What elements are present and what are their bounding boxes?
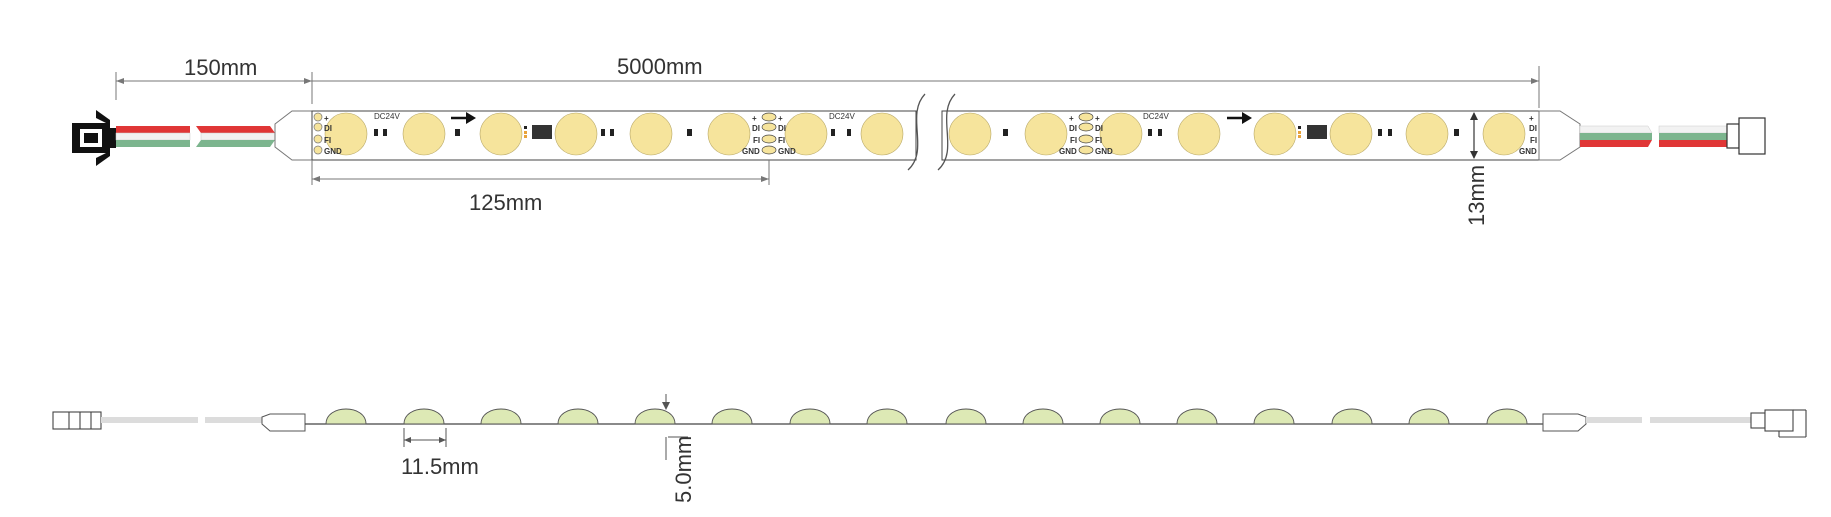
left-cable-side [101, 417, 262, 423]
dimension-height [662, 394, 688, 460]
pad-label-di: DI [1095, 124, 1103, 133]
pad-label-gnd: GND [1095, 147, 1113, 156]
dimension-pitch [403, 428, 447, 447]
left-end-cap [274, 110, 313, 161]
pad-label-fi: FI [1070, 136, 1077, 145]
pad-label-gnd: GND [778, 147, 796, 156]
led-dome-icon [1253, 408, 1295, 425]
ic-chip-icon [524, 125, 552, 139]
pad-label-plus: + [324, 114, 329, 123]
led-icon [1024, 112, 1068, 156]
led-icon [948, 112, 992, 156]
led-icon [1482, 112, 1526, 156]
break-mark-right [937, 93, 956, 171]
led-dome-icon [480, 408, 522, 425]
break-mark-left [907, 93, 926, 171]
pad-label-plus: + [778, 114, 783, 123]
led-icon [479, 112, 523, 156]
cut-pads: + + DI DI FI FI GND GND [742, 112, 796, 156]
left-connector-icon [72, 110, 116, 166]
pad-label-fi: FI [1530, 136, 1537, 145]
dimension-label-total: 5000mm [617, 54, 703, 79]
led-icon [784, 112, 828, 156]
pad-label-di: DI [778, 124, 786, 133]
small-components [374, 129, 1459, 136]
right-connector-icon [1726, 117, 1766, 155]
led-dome-icon [945, 408, 987, 425]
pad-label-gnd: GND [1519, 147, 1537, 156]
led-icon [402, 112, 446, 156]
dimension-label-height: 5.0mm [671, 436, 696, 503]
pad-label-gnd: GND [324, 147, 342, 156]
left-wires [115, 126, 276, 147]
led-dome-icon [325, 408, 367, 425]
pad-label-plus: + [752, 114, 757, 123]
led-dome-icon [634, 408, 676, 425]
end-pads: + DI FI GND [1519, 114, 1537, 156]
pad-label-fi: FI [324, 136, 331, 145]
dimension-label-pitch: 11.5mm [401, 454, 479, 479]
pad-label-di: DI [324, 124, 332, 133]
cut-pads: + + DI DI FI FI GND GND [1059, 112, 1113, 156]
pad-label-plus: + [1095, 114, 1100, 123]
ic-chip-icon [1298, 125, 1327, 139]
led-dome-icon [1022, 408, 1064, 425]
led-dome-icon [711, 408, 753, 425]
direction-arrow-icon [1227, 112, 1252, 124]
pad-label-fi: FI [778, 136, 785, 145]
right-connector-side-icon [1750, 409, 1807, 438]
led-icon [860, 112, 904, 156]
dimension-lead [115, 72, 313, 104]
led-icon [1405, 112, 1449, 156]
led-icon [554, 112, 598, 156]
pad-label-plus: + [1529, 114, 1534, 123]
left-connector-side-icon [52, 411, 102, 430]
pad-label-fi: FI [1095, 136, 1102, 145]
pad-label-gnd: GND [742, 147, 760, 156]
dimension-total [312, 66, 1540, 108]
led-icon [1329, 112, 1373, 156]
led-icon [629, 112, 673, 156]
led-icon [707, 112, 751, 156]
start-pads: + DI FI GND [313, 112, 342, 156]
right-end-cap [1538, 110, 1581, 161]
top-view: DC24V DC24V DC24V + DI FI GND + + DI DI … [72, 54, 1766, 226]
dimension-width [1470, 112, 1478, 159]
pad-label-di: DI [1529, 124, 1537, 133]
dimension-cut [311, 160, 770, 185]
right-wires [1579, 125, 1728, 147]
side-view: 11.5mm 5.0mm [52, 394, 1807, 503]
led-dome-icon [1176, 408, 1218, 425]
dimension-label-width: 13mm [1464, 165, 1489, 226]
led-icon [1253, 112, 1297, 156]
pad-label-plus: + [1069, 114, 1074, 123]
led-dome-icon [1331, 408, 1373, 425]
pad-label-di: DI [1069, 124, 1077, 133]
pad-label-fi: FI [753, 136, 760, 145]
led-dome-icon [866, 408, 908, 425]
led-dome-icon [1099, 408, 1141, 425]
led-dome-icon [557, 408, 599, 425]
led-dome-icon [403, 408, 445, 425]
voltage-label: DC24V [829, 112, 855, 121]
voltage-label: DC24V [1143, 112, 1169, 121]
led-icon [1099, 112, 1143, 156]
direction-arrow-icon [451, 112, 476, 124]
led-icon [324, 112, 368, 156]
dimension-label-cut: 125mm [469, 190, 542, 215]
dimension-label-lead: 150mm [184, 55, 257, 80]
side-domes [325, 408, 1528, 425]
voltage-label: DC24V [374, 112, 400, 121]
led-dome-icon [789, 408, 831, 425]
right-cable-side [1586, 417, 1751, 423]
left-end-cap-side [261, 413, 306, 432]
pad-label-gnd: GND [1059, 147, 1077, 156]
top-leds [324, 112, 1526, 156]
right-end-cap-side [1542, 413, 1587, 432]
led-icon [1177, 112, 1221, 156]
led-dome-icon [1486, 408, 1528, 425]
pad-label-di: DI [752, 124, 760, 133]
led-dome-icon [1408, 408, 1450, 425]
